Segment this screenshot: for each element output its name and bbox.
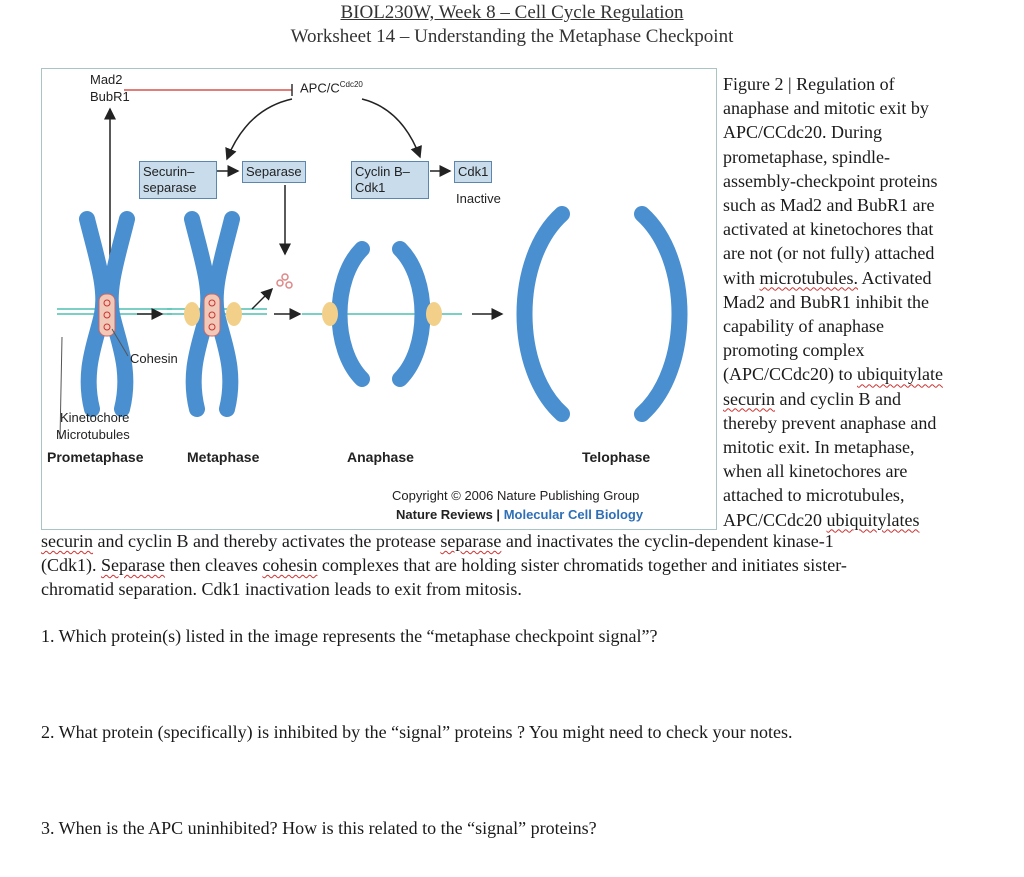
copyright-notice: Copyright © 2006 Nature Publishing Group [392,488,640,503]
figure-diagram [57,84,688,440]
cohesin-pointer [111,328,129,357]
cohesin-label: Cohesin [130,351,178,366]
apc-to-cyclin-arrow [361,98,422,159]
phase-telophase: Telophase [582,449,651,465]
bubr1-label: BubR1 [90,89,130,104]
metaphase-chromosome [167,211,267,417]
caption-continued: securin and cyclin B and thereby activat… [41,531,847,600]
securin-separase-box: Securin–separase [139,161,217,199]
phase-prometaphase: Prometaphase [47,449,144,465]
phase-metaphase: Metaphase [187,449,260,465]
cell-cycle-figure: Mad2 BubR1 APC/CCdc20 Securin–separase S… [41,68,717,530]
question-2: 2. What protein (specifically) is inhibi… [41,722,793,742]
worksheet-subtitle: Worksheet 14 – Understanding the Metapha… [290,26,734,47]
telophase-chromatids [516,206,688,422]
mad2-label: Mad2 [90,72,123,87]
cyclin-b-cdk1-box: Cyclin B–Cdk1 [351,161,429,199]
cleaved-cohesin-icon [276,273,293,289]
question-3: 3. When is the APC uninhibited? How is t… [41,818,597,838]
cdk1-box: Cdk1 [454,161,493,183]
separase-box: Separase [242,161,306,183]
anaphase-chromatids [302,241,462,387]
microtubules-label: Microtubules [56,427,130,442]
figure-caption: Figure 2 | Regulation of anaphase and mi… [723,74,943,530]
phase-arrow-2 [251,287,274,310]
question-1: 1. Which protein(s) listed in the image … [41,626,658,646]
kinetochore-pointer [59,336,63,440]
apc-to-securin-arrow [225,98,293,161]
worksheet-title: BIOL230W, Week 8 – Cell Cycle Regulation [340,2,684,23]
phase-anaphase: Anaphase [347,449,414,465]
inactive-label: Inactive [456,191,501,206]
apc-label: APC/CCdc20 [300,80,363,96]
kinetochore-label: Kinetochore [60,410,130,425]
journal-credit: Nature Reviews | Molecular Cell Biology [396,507,644,522]
